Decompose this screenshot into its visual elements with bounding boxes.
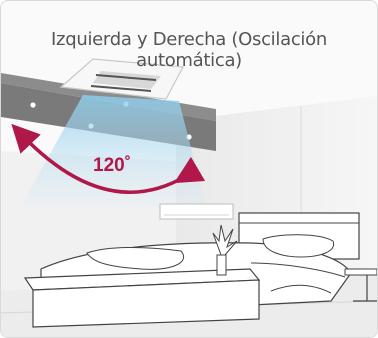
wall-mounted-unit: [159, 203, 234, 220]
vase: [216, 254, 227, 276]
bench-front: [32, 279, 260, 328]
cassette-vent: [90, 85, 152, 92]
bed-fold-line: [250, 262, 346, 278]
bed-throw: [86, 247, 184, 270]
swing-arc-arrow: [11, 123, 206, 194]
swing-angle-label: 120˚: [93, 155, 132, 176]
ceiling-light: [30, 102, 36, 108]
side-table-top: [344, 268, 377, 276]
bed-fold-line: [270, 284, 332, 294]
page-title: Izquierda y Derecha (Oscilación automáti…: [51, 29, 327, 71]
bed-pillow: [262, 234, 335, 258]
cassette-vent: [95, 74, 157, 81]
plant: [212, 224, 238, 256]
